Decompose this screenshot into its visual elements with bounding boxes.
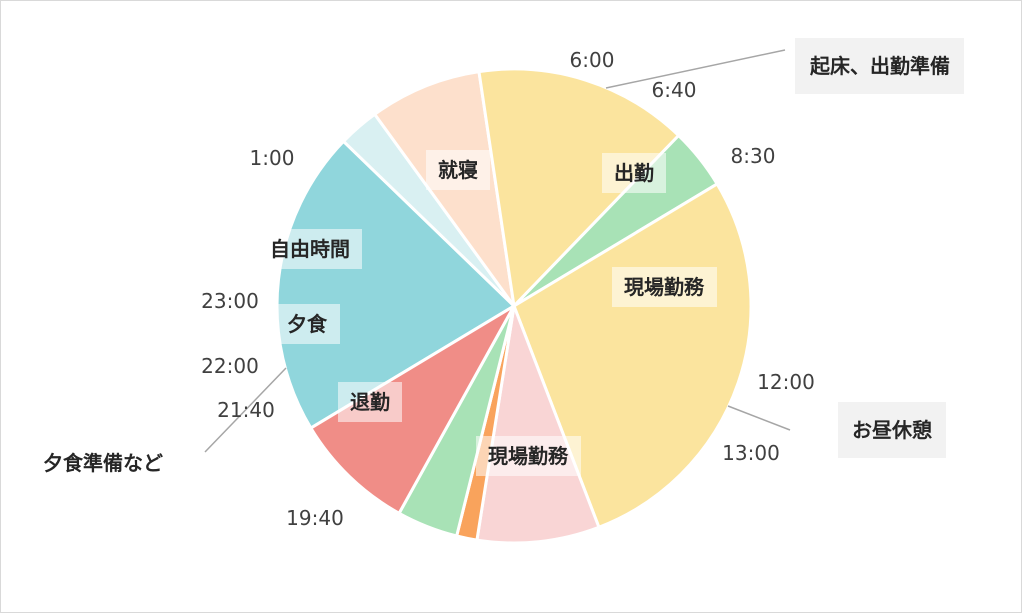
pie-slice	[477, 67, 681, 310]
callout-leader-lines	[204, 49, 791, 453]
time-label: 1:00	[250, 146, 295, 170]
time-label: 12:00	[757, 370, 815, 394]
slice-label-group: 現場勤務	[476, 436, 581, 476]
pie-slice	[275, 139, 517, 431]
callout-group: 起床、出勤準備	[795, 38, 964, 94]
pie-slice	[475, 300, 601, 545]
slice-label-group: 自由時間	[258, 229, 362, 269]
callout-leader-line	[727, 405, 791, 431]
pie-slices	[275, 67, 753, 545]
time-label: 13:00	[722, 441, 780, 465]
time-label: 8:30	[731, 144, 776, 168]
time-label: 6:40	[652, 78, 697, 102]
slice-label-group: 現場勤務	[612, 267, 717, 307]
callout-background	[838, 402, 946, 458]
slice-labels: 就寝出勤現場勤務現場勤務退勤夕食自由時間	[258, 150, 717, 476]
pie-slice	[308, 301, 519, 516]
slice-label-background	[338, 382, 402, 422]
callout-background	[29, 435, 177, 491]
slice-label-background	[612, 267, 717, 307]
slice-label-background	[426, 150, 490, 190]
slice-label-group: 就寝	[426, 150, 490, 190]
callout-group: 夕食準備など	[29, 435, 177, 491]
slice-label: 現場勤務	[488, 444, 569, 468]
callout-label: 起床、出勤準備	[809, 54, 950, 78]
slice-label-background	[476, 436, 581, 476]
time-label: 6:00	[570, 48, 615, 72]
time-labels: 1:00 6:00 6:40 8:30 12:00 13:00 19:40 21:40 22:0…	[201, 48, 815, 530]
slice-label-background	[602, 153, 666, 193]
time-label: 19:40	[286, 506, 344, 530]
time-label: 21:40	[217, 398, 275, 422]
time-label: 22:00	[201, 354, 259, 378]
callout-background	[795, 38, 964, 94]
callout-leader-line	[605, 49, 786, 89]
slice-label: 就寝	[438, 158, 478, 182]
slice-label: 自由時間	[270, 237, 350, 261]
slice-label: 退勤	[350, 390, 390, 414]
time-label: 23:00	[201, 289, 259, 313]
callout-leader-line	[204, 367, 287, 453]
slice-label-group: 夕食	[275, 304, 340, 344]
slice-label-background	[275, 304, 340, 344]
slice-label: 夕食	[287, 312, 328, 336]
slice-label: 出勤	[614, 161, 654, 185]
slice-label-background	[258, 229, 362, 269]
callout-group: お昼休憩	[838, 402, 946, 458]
slice-label-group: 出勤	[602, 153, 666, 193]
slice-label-group: 退勤	[338, 382, 402, 422]
callout-label: お昼休憩	[852, 418, 932, 442]
callout-label: 夕食準備など	[43, 451, 163, 475]
slice-label: 現場勤務	[624, 275, 705, 299]
